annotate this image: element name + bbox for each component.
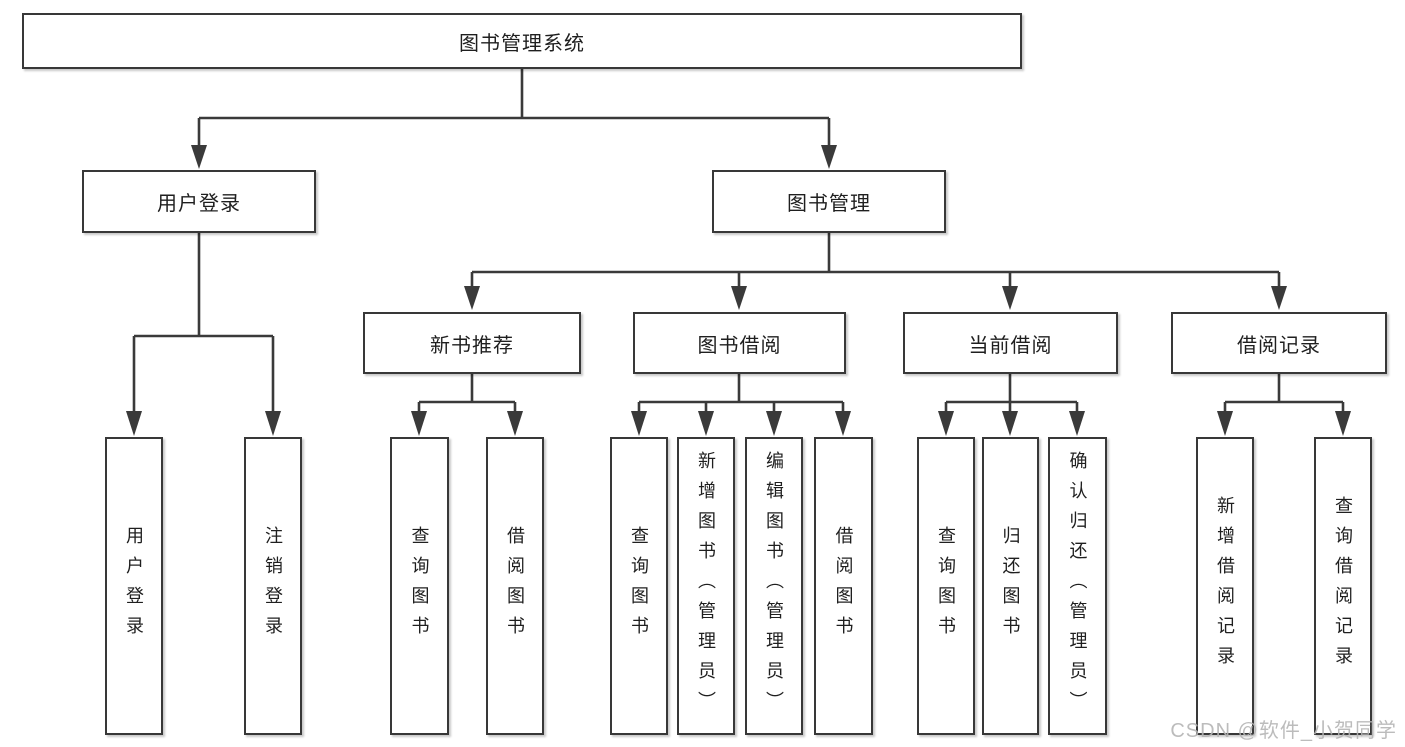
leaf-logout: 注销登录 bbox=[244, 437, 302, 735]
node-root-label: 图书管理系统 bbox=[459, 32, 585, 55]
node-current-borrowing: 当前借阅 bbox=[903, 312, 1118, 374]
node-book-management-label: 图书管理 bbox=[787, 193, 871, 215]
node-root: 图书管理系统 bbox=[22, 13, 1022, 69]
leaf-query-books-current: 查询图书 bbox=[917, 437, 975, 735]
leaf-logout-label: 注销登录 bbox=[263, 526, 283, 646]
leaf-query-books-current-label: 查询图书 bbox=[936, 526, 956, 646]
leaf-borrow-books-borrowing-label: 借阅图书 bbox=[833, 526, 854, 646]
leaf-edit-book-admin-label: 编辑图书（管理员） bbox=[764, 451, 784, 721]
leaf-add-book-admin-label: 新增图书（管理员） bbox=[696, 451, 716, 721]
leaf-query-books-borrowing: 查询图书 bbox=[610, 437, 668, 735]
leaf-borrow-books-borrowing: 借阅图书 bbox=[814, 437, 873, 735]
leaf-borrow-books-recommend: 借阅图书 bbox=[486, 437, 544, 735]
node-new-book-recommend: 新书推荐 bbox=[363, 312, 581, 374]
leaf-query-books-recommend-label: 查询图书 bbox=[409, 526, 430, 646]
node-borrow-records: 借阅记录 bbox=[1171, 312, 1387, 374]
leaf-add-borrow-record: 新增借阅记录 bbox=[1196, 437, 1254, 735]
leaf-query-borrow-record: 查询借阅记录 bbox=[1314, 437, 1372, 735]
node-book-management: 图书管理 bbox=[712, 170, 946, 233]
leaf-borrow-books-recommend-label: 借阅图书 bbox=[505, 526, 525, 646]
leaf-query-books-recommend: 查询图书 bbox=[390, 437, 449, 735]
leaf-return-book-label: 归还图书 bbox=[1000, 526, 1021, 646]
leaf-add-book-admin: 新增图书（管理员） bbox=[677, 437, 735, 735]
node-book-borrowing: 图书借阅 bbox=[633, 312, 846, 374]
leaf-query-borrow-record-label: 查询借阅记录 bbox=[1333, 496, 1353, 676]
leaf-user-login-label: 用户登录 bbox=[124, 526, 144, 646]
node-book-borrowing-label: 图书借阅 bbox=[697, 334, 782, 357]
node-borrow-records-label: 借阅记录 bbox=[1237, 334, 1321, 357]
leaf-confirm-return-admin: 确认归还（管理员） bbox=[1048, 437, 1107, 735]
node-new-book-recommend-label: 新书推荐 bbox=[430, 334, 514, 357]
leaf-user-login: 用户登录 bbox=[105, 437, 163, 735]
csdn-watermark: CSDN @软件_小贺同学 bbox=[1170, 720, 1397, 742]
leaf-return-book: 归还图书 bbox=[982, 437, 1039, 735]
node-user-login-label: 用户登录 bbox=[157, 193, 241, 215]
node-current-borrowing-label: 当前借阅 bbox=[968, 334, 1053, 357]
node-user-login: 用户登录 bbox=[82, 170, 316, 233]
leaf-add-borrow-record-label: 新增借阅记录 bbox=[1215, 496, 1235, 676]
leaf-query-books-borrowing-label: 查询图书 bbox=[629, 526, 649, 646]
leaf-confirm-return-admin-label: 确认归还（管理员） bbox=[1067, 451, 1088, 721]
leaf-edit-book-admin: 编辑图书（管理员） bbox=[745, 437, 803, 735]
